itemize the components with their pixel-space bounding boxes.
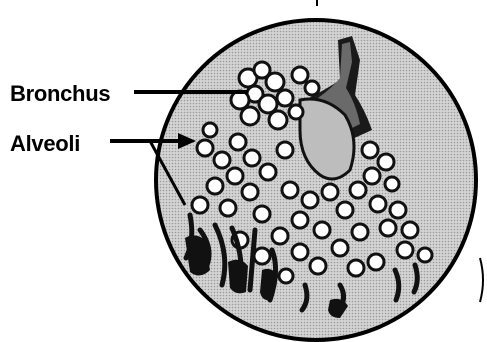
magnifier-circle bbox=[156, 20, 476, 340]
edge-mark bbox=[480, 258, 483, 302]
alveoli-label: Alveoli bbox=[10, 133, 80, 155]
bronchus-label: Bronchus bbox=[10, 83, 110, 105]
